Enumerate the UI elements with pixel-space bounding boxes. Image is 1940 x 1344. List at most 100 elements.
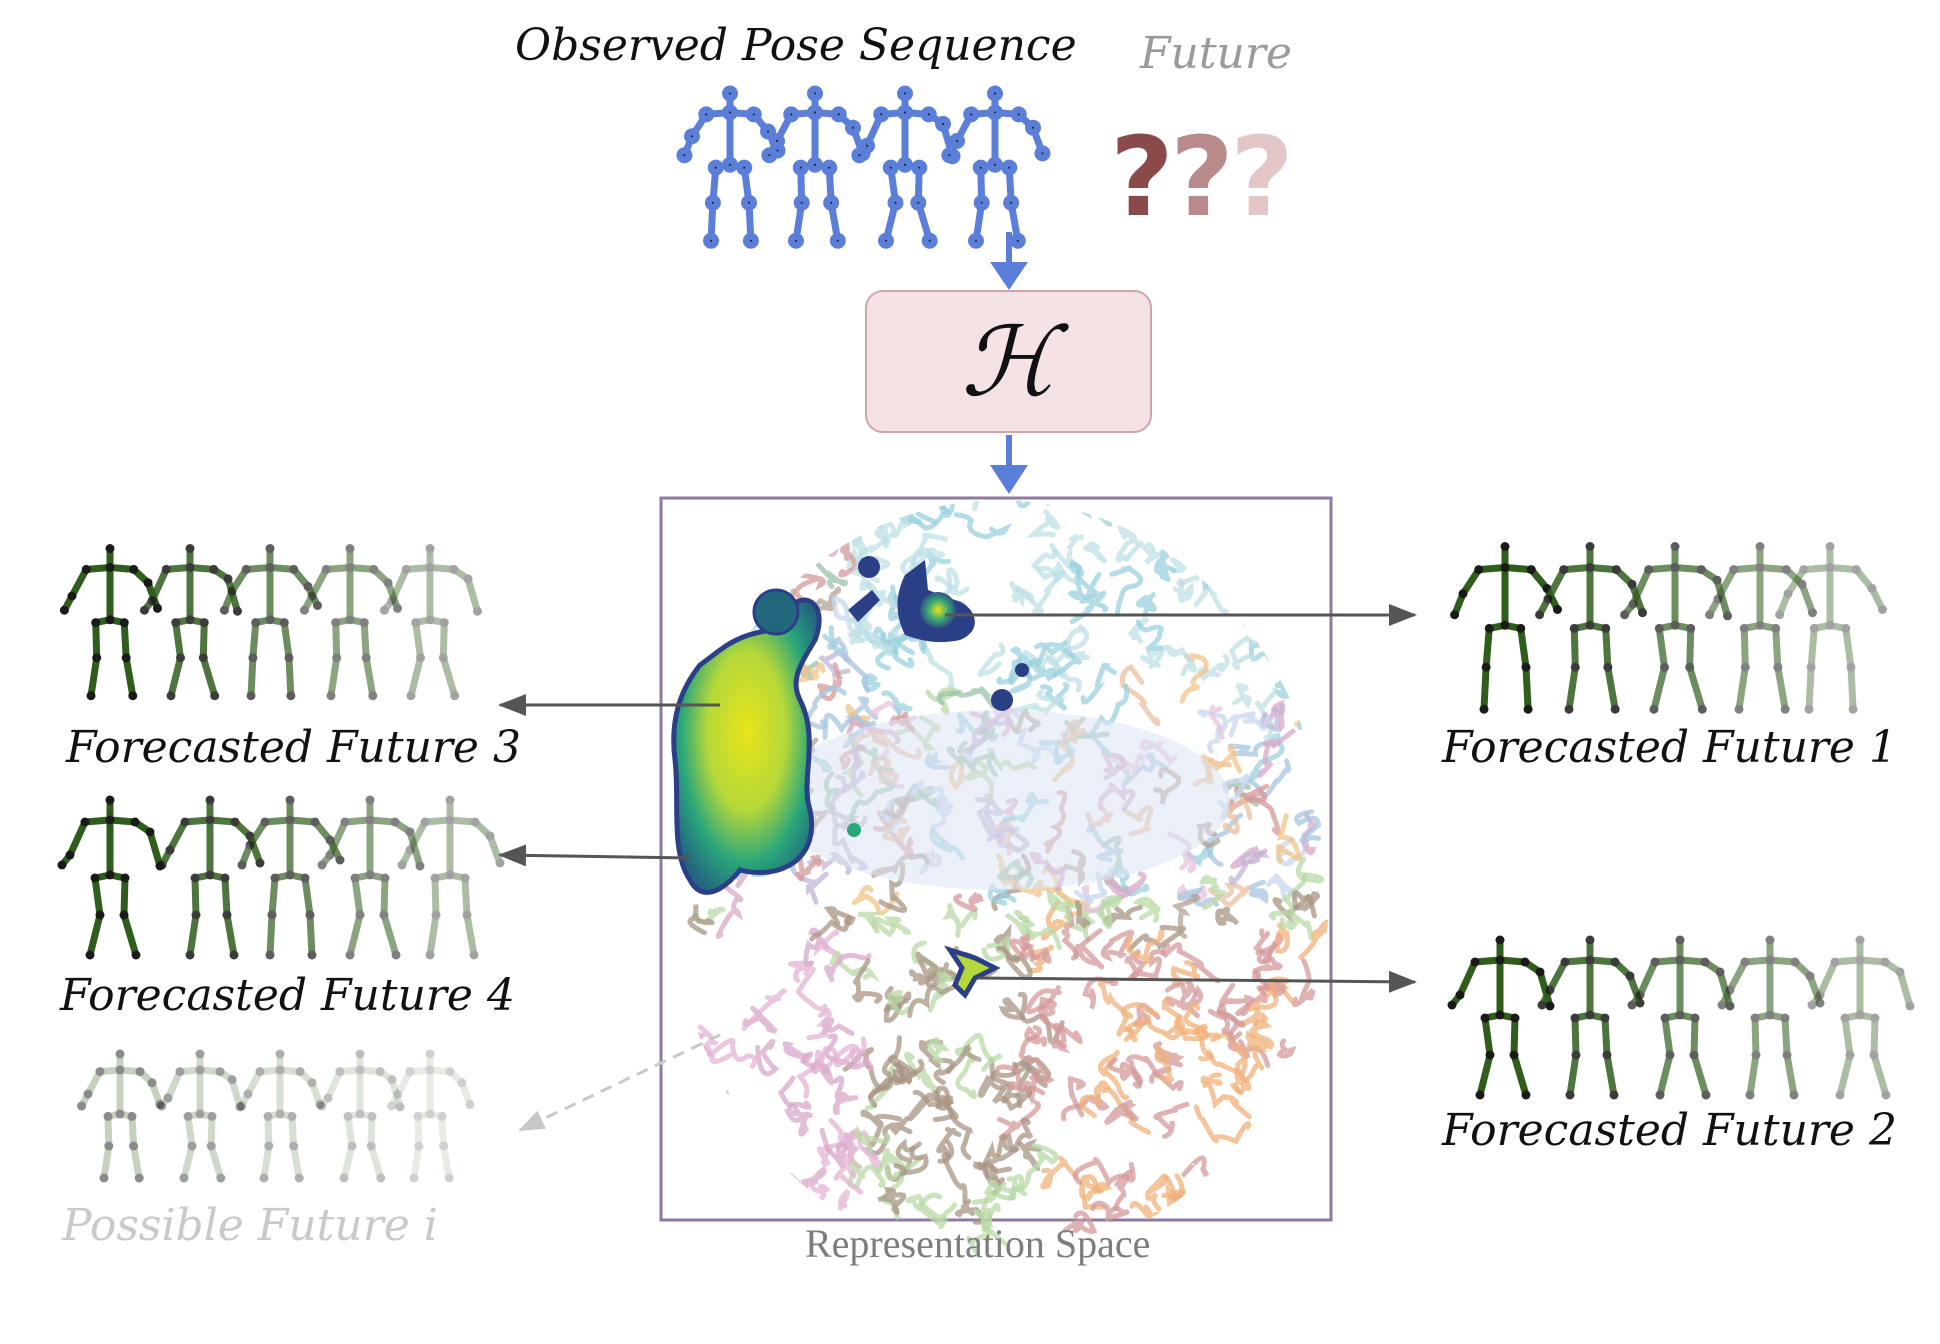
density-dot xyxy=(847,823,861,837)
pose-bone xyxy=(1522,663,1532,713)
pose-joint xyxy=(761,147,778,164)
pose-joint xyxy=(1848,704,1858,714)
embedding-haze xyxy=(770,710,1230,890)
embedding-trace xyxy=(966,1203,1001,1256)
pose-bone xyxy=(148,565,170,605)
pose-joint xyxy=(1654,623,1664,633)
pose-joint xyxy=(1881,1090,1891,1100)
pose-bone xyxy=(406,1066,434,1076)
embedding-trace xyxy=(1061,904,1079,961)
pose-joint xyxy=(243,1089,253,1099)
pose-bone xyxy=(1686,663,1706,713)
pose-joint xyxy=(332,653,342,663)
pose-joint xyxy=(187,1141,197,1151)
density-regions xyxy=(671,556,1029,1000)
embedding-trace xyxy=(1249,1019,1275,1051)
embedding-trace xyxy=(1139,646,1165,669)
embedding-trace xyxy=(907,1090,943,1122)
pose-joint xyxy=(1815,990,1825,1000)
pose-joint xyxy=(185,563,195,572)
pose-joint xyxy=(180,817,190,827)
embedding-trace xyxy=(1120,664,1161,727)
embedding-trace xyxy=(1279,912,1314,941)
pose-bone xyxy=(446,816,479,826)
embedding-trace xyxy=(829,950,880,983)
pose-joint xyxy=(941,147,958,164)
pose-bone xyxy=(1826,621,1850,632)
pose-joint xyxy=(1807,1000,1817,1010)
pose-bone xyxy=(380,597,396,614)
embedding-trace xyxy=(1228,741,1277,757)
pose-joint xyxy=(1537,1000,1547,1010)
arrow-to-future-2 xyxy=(977,970,1417,993)
forecast-poses-future-1 xyxy=(1450,542,1887,714)
representation-space-label: Representation Space xyxy=(805,1221,1151,1266)
pose-joint xyxy=(1675,955,1685,965)
pose-joint xyxy=(260,817,270,827)
pose-joint xyxy=(1782,1050,1792,1060)
embedding-trace xyxy=(1209,704,1225,741)
pose-skeleton xyxy=(379,544,482,701)
pose-skeleton xyxy=(1627,935,1735,1100)
pose-bone xyxy=(186,911,200,959)
pose-joint xyxy=(355,1049,365,1059)
pose-bone xyxy=(228,1076,244,1111)
pose-joint xyxy=(289,564,299,574)
pose-bone xyxy=(1896,968,1914,1010)
pose-bone xyxy=(122,654,137,700)
embedding-trace xyxy=(1067,1075,1086,1118)
pose-bone xyxy=(1686,624,1695,671)
pose-bone xyxy=(410,1142,423,1182)
embedding-trace xyxy=(1037,560,1078,583)
pose-bone xyxy=(398,846,414,869)
embedding-trace xyxy=(1099,894,1122,929)
pose-joint xyxy=(1740,662,1750,672)
pose-joint xyxy=(105,615,115,625)
pose-joint xyxy=(949,133,965,149)
pose-bone xyxy=(340,1142,356,1182)
embedding-trace xyxy=(1162,644,1198,677)
embedding-trace xyxy=(1207,882,1251,909)
embedding-trace xyxy=(909,966,944,986)
pose-joint xyxy=(365,870,375,880)
pose-skeleton xyxy=(1450,542,1562,714)
pose-bone xyxy=(394,1068,414,1098)
pose-joint xyxy=(1638,608,1647,618)
pose-bone xyxy=(1807,624,1818,671)
pose-joint xyxy=(287,1111,297,1121)
embedding-trace xyxy=(941,902,978,938)
embedding-trace xyxy=(1291,890,1321,912)
embedding-trace xyxy=(1030,549,1065,580)
pose-joint xyxy=(57,860,67,870)
pose-joint xyxy=(1670,620,1680,630)
pose-bone xyxy=(199,654,219,700)
pose-joint xyxy=(379,910,389,920)
pose-joint xyxy=(1734,704,1744,714)
embedding-trace xyxy=(941,1139,968,1204)
pose-joint xyxy=(223,574,233,584)
pose-joint xyxy=(345,950,355,960)
pose-joint xyxy=(1751,1050,1761,1060)
density-spot xyxy=(752,588,800,636)
pose-joint xyxy=(345,544,355,553)
pose-joint xyxy=(307,591,317,601)
pose-bone xyxy=(426,1110,446,1120)
pose-bone xyxy=(264,1110,284,1120)
embedding-trace xyxy=(1179,652,1209,704)
pose-joint xyxy=(1675,1010,1685,1020)
pose-joint xyxy=(1725,985,1735,995)
pose-joint xyxy=(1689,1050,1699,1060)
embedding-trace xyxy=(1253,928,1278,964)
embedding-trace xyxy=(1040,682,1070,711)
pose-skeleton xyxy=(1537,935,1645,1100)
pose-joint xyxy=(882,159,899,176)
pose-joint xyxy=(425,544,435,553)
pose-joint xyxy=(409,1173,419,1183)
pose-joint xyxy=(736,159,753,176)
pose-bone xyxy=(1751,1014,1760,1059)
pose-joint xyxy=(972,159,989,176)
embedding-trace xyxy=(1108,1057,1144,1088)
pose-joint xyxy=(788,232,804,249)
pose-bone xyxy=(1805,663,1815,713)
